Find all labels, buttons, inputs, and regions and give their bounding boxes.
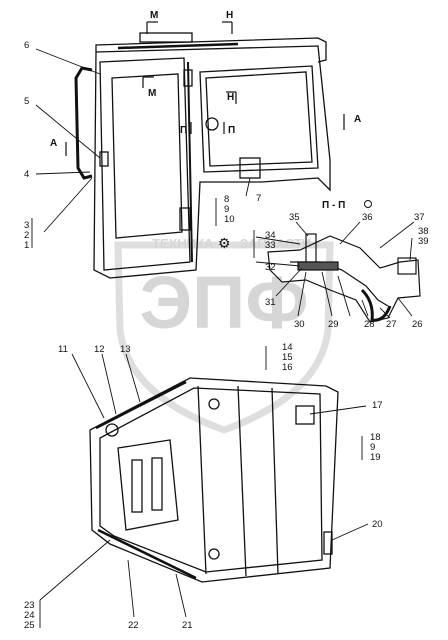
watermark-gear-icon: ⚙ [218,235,231,251]
section-nut [297,261,339,271]
section-label-m-door: М [148,88,156,99]
callout-17: 17 [372,400,383,411]
door-lock [99,151,109,167]
section-labels: М Н М Н П П А А П - П [50,10,372,211]
callout-37: 37 [414,212,425,223]
rear-window-glass [205,71,313,167]
callout-34: 34 [265,230,276,241]
callout-7: 7 [256,193,261,204]
roof-lamp-bottom [208,548,220,560]
roof-lamp-mid [208,398,220,410]
callout-20: 20 [372,519,383,530]
window-latch [205,117,219,131]
hinge-upper [183,69,193,87]
callout-2: 2 [24,230,29,241]
roof-outline [89,377,339,583]
roof-inner-outline [99,387,323,573]
watermark-logo: ЭПФ [140,261,309,344]
callout-8: 8 [224,194,229,205]
callout-32: 32 [265,262,276,273]
watermark-brand-left: ТЕХНИКА [152,236,214,251]
callout-12: 12 [94,344,105,355]
vent-slot-left [131,459,143,513]
callout-33: 33 [265,240,276,251]
callout-9-top: 9 [224,204,229,215]
callout-27: 27 [386,319,397,330]
watermark: ТЕХНИКА ⚙ ЗАПЧАСТИ ЭПФ [114,235,334,434]
callout-39: 39 [418,236,429,247]
callout-38: 38 [418,226,429,237]
callout-numbers: 6 5 4 3 2 1 7 8 9 10 34 33 35 36 37 38 3… [24,40,429,631]
section-markers [65,21,345,156]
hinge-lower [179,207,191,231]
roof-rib-1 [197,385,207,575]
section-label-h-window: Н [227,92,234,103]
callout-24: 24 [24,610,35,621]
callout-30: 30 [294,319,305,330]
callout-28: 28 [364,319,375,330]
roof-edge-strip-top [95,380,187,430]
callout-19: 19 [370,452,381,463]
callout-29: 29 [328,319,339,330]
roof-hatch [139,32,193,43]
cab-roof-outline [95,37,327,63]
roof-rib-3 [271,387,279,575]
callout-6: 6 [24,40,29,51]
roof-lamp-left [105,423,119,437]
door-hinge-strip [187,61,193,263]
section-title-p-p: П - П [322,200,345,211]
section-label-a-left: А [50,138,57,149]
callout-18: 18 [370,432,381,443]
callout-26: 26 [412,319,423,330]
callout-36: 36 [362,212,373,223]
callout-3: 3 [24,220,29,231]
callout-21: 21 [182,620,193,631]
callout-5: 5 [24,96,29,107]
rear-window-outline [199,65,319,173]
vent-panel [117,439,179,531]
callout-23: 23 [24,600,35,611]
callout-15: 15 [282,352,293,363]
hinge-20 [323,531,333,555]
leader-lines [31,48,415,628]
door-outline [99,57,191,271]
cab-top-view [89,377,339,583]
section-rotate-icon [364,200,372,208]
section-label-m-top: М [150,10,158,21]
section-clip [397,257,417,275]
callout-25: 25 [24,620,35,631]
vent-slot-right [151,457,163,511]
callout-22: 22 [128,620,139,631]
callout-31: 31 [265,297,276,308]
roof-bar [117,42,239,50]
section-label-h-top: Н [226,10,233,21]
roof-edge-strip [97,528,197,580]
callout-35: 35 [289,212,300,223]
callout-14: 14 [282,342,293,353]
watermark-shield [114,241,334,434]
callout-1: 1 [24,240,29,251]
handrail [74,66,93,180]
callout-13: 13 [120,344,131,355]
watermark-brand-right: ЗАПЧАСТИ [240,236,311,251]
door-window [111,73,183,239]
callout-4: 4 [24,169,29,180]
section-label-a-right: А [354,114,361,125]
hatch-17 [295,405,315,425]
section-label-p-left: П [180,125,187,136]
cab-body-outline [93,45,331,279]
callout-10: 10 [224,214,235,225]
callout-11: 11 [58,344,68,355]
lamp-7 [239,157,261,179]
roof-rib-2 [237,385,247,577]
callout-16: 16 [282,362,293,373]
section-label-p-right: П [228,125,235,136]
callout-9-bottom: 9 [370,442,375,453]
cab-side-view [74,32,331,279]
